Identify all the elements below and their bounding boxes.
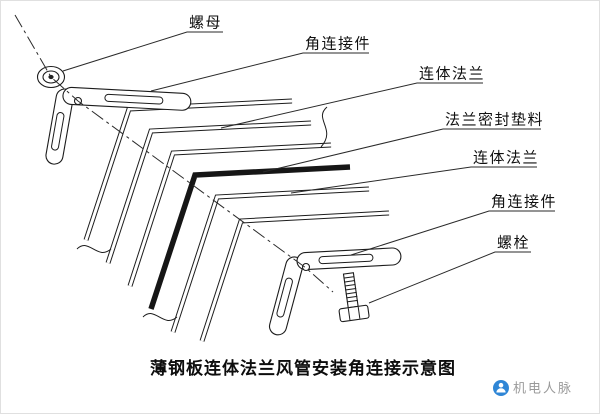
break-mark — [320, 106, 328, 148]
callout-label-flange-bottom: 连体法兰 — [473, 150, 539, 167]
bolt-threads — [343, 276, 358, 303]
gasket-layer — [148, 164, 351, 310]
callout-label-gasket: 法兰密封垫料 — [445, 112, 544, 129]
callout-flange-bottom: 连体法兰 — [290, 150, 539, 194]
watermark-label: 机电人脉 — [513, 381, 573, 396]
flange-layer — [170, 186, 370, 333]
callout-flange-top: 连体法兰 — [220, 66, 485, 129]
callout-gasket: 法兰密封垫料 — [262, 112, 544, 173]
callout-corner-connector-top: 角连接件 — [150, 36, 371, 92]
diagram-caption: 薄钢板连体法兰风管安装角连接示意图 — [150, 358, 456, 378]
callout-label-flange-top: 连体法兰 — [419, 66, 485, 83]
bolt-hole — [301, 262, 311, 272]
corner-connector-bottom — [268, 247, 402, 336]
break-mark — [76, 245, 112, 253]
bolt-head — [338, 304, 370, 323]
bolt — [338, 272, 370, 323]
callout-label-bolt: 螺栓 — [497, 235, 530, 252]
callout-corner-connector-bottom: 角连接件 — [350, 194, 557, 256]
callout-label-corner-connector-top: 角连接件 — [305, 36, 371, 53]
callout-label-corner-connector-bottom: 角连接件 — [491, 194, 557, 211]
callout-nut: 螺母 — [62, 15, 223, 72]
nut — [36, 65, 66, 89]
callout-bolt: 螺栓 — [368, 235, 531, 304]
flange-layer — [127, 142, 332, 287]
break-mark — [142, 313, 178, 321]
callout-label-nut: 螺母 — [189, 15, 222, 32]
watermark-logo-icon — [493, 380, 509, 396]
watermark: 机电人脉 — [493, 380, 573, 396]
center-line — [14, 14, 334, 293]
flange-layer — [83, 98, 293, 241]
corner-connector-top — [45, 86, 192, 165]
flange-layer — [105, 120, 312, 264]
